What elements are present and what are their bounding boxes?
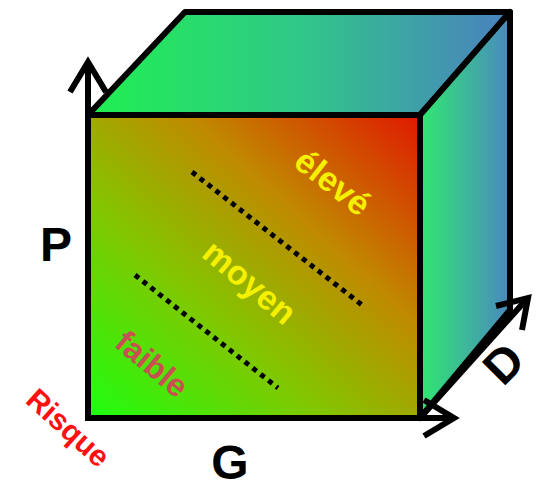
g-axis	[88, 415, 452, 421]
arrowhead	[496, 298, 528, 330]
cube-front-face	[88, 115, 420, 418]
axis-label: P	[40, 221, 72, 269]
axis-label: G	[211, 439, 248, 487]
p-axis	[85, 64, 91, 418]
arrowhead	[70, 62, 106, 92]
